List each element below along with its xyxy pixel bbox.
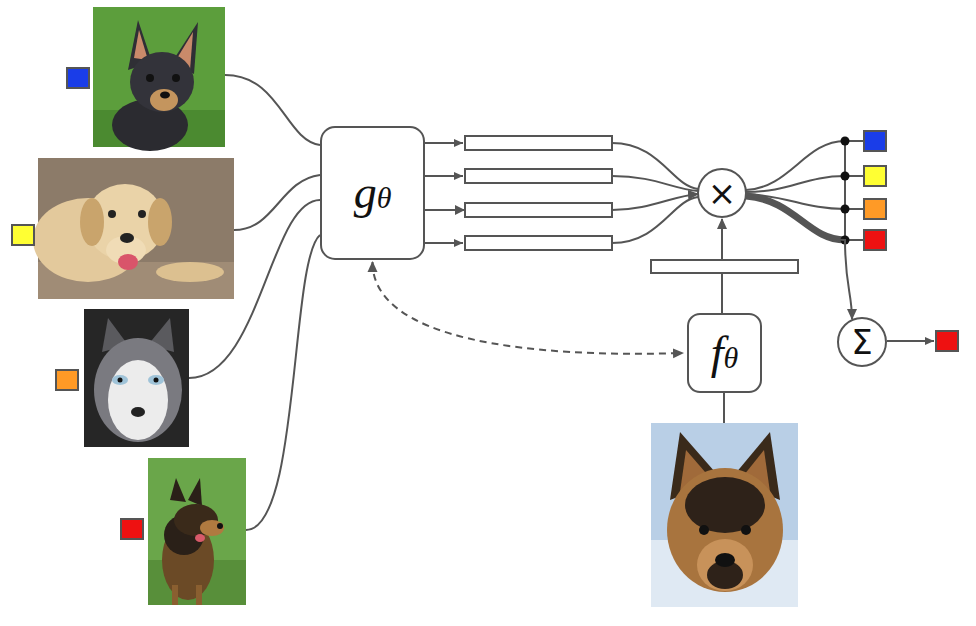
class-swatch: [121, 519, 143, 539]
support-photo: [84, 309, 189, 447]
support-photo: [170, 478, 186, 502]
sum-circle: Σ: [837, 317, 887, 367]
support-photo: [148, 375, 164, 385]
support-photo: [108, 360, 168, 440]
operator-symbol: Σ: [851, 325, 872, 359]
support-photo: [84, 309, 189, 447]
input-wire: [189, 75, 320, 530]
support-photo: [172, 74, 180, 82]
embedding-bar: [465, 236, 612, 250]
class-swatch: [864, 131, 886, 151]
flow-arrow: [746, 196, 852, 319]
function-label: fθ: [711, 330, 739, 376]
support-photo: [146, 74, 154, 82]
support-photo: [196, 585, 202, 605]
query-photo: [697, 539, 753, 591]
embedding-bar: [465, 136, 798, 273]
support-photo: [217, 523, 223, 529]
support-photo: [112, 375, 128, 385]
operator-symbol: ×: [708, 176, 737, 210]
encoder-box: fθ: [687, 313, 762, 393]
product-circle: [698, 169, 746, 217]
input-wire: [234, 175, 320, 230]
embedding-bar: [465, 169, 612, 183]
junction-dot: [841, 205, 850, 214]
support-photo: [148, 458, 246, 605]
support-photo: [188, 478, 202, 506]
embedding-arrow: [425, 242, 463, 244]
support-photo: [160, 92, 170, 99]
class-swatch: [12, 225, 34, 245]
support-photo: [108, 210, 116, 218]
support-photo: [200, 520, 224, 536]
support-photo: [138, 210, 146, 218]
input-wire: [225, 75, 320, 145]
support-photo: [93, 7, 225, 151]
support-photo: [80, 198, 104, 246]
support-photo: [148, 198, 172, 246]
query-photo: [715, 553, 735, 567]
support-photo: [118, 254, 138, 270]
support-photo: [131, 407, 145, 417]
output-wire: [844, 141, 846, 240]
function-label: gθ: [354, 170, 392, 216]
merge-wire: [612, 176, 698, 191]
support-photo: [130, 52, 194, 112]
output-wire: [746, 141, 845, 190]
support-photo: [33, 158, 234, 299]
junction-dot: [841, 137, 850, 245]
junction-dot: [841, 172, 850, 181]
output-wire: [746, 176, 845, 192]
support-photo: [134, 30, 148, 60]
encoder-box: [321, 127, 424, 259]
query-photo: [685, 477, 765, 533]
shared-weights-link: [373, 262, 684, 354]
support-photo: [154, 378, 159, 383]
query-photo: [741, 525, 751, 535]
query-photo: [699, 525, 709, 535]
highlight-wire: [746, 196, 845, 240]
input-wire: [246, 235, 320, 530]
embedding-bar: [465, 136, 612, 150]
support-photo: [172, 585, 178, 605]
output-wire: [746, 141, 934, 341]
class-swatch: [12, 68, 958, 539]
support-photo: [94, 338, 182, 442]
class-swatch: [864, 199, 886, 219]
support-photo: [148, 458, 246, 605]
embedding-arrow: [425, 175, 463, 177]
embedding-bar: [651, 260, 798, 273]
support-photo: [150, 89, 178, 111]
support-photo: [156, 262, 224, 282]
query-wire: [723, 393, 725, 423]
encoder-box: [688, 314, 761, 392]
query-photo: [651, 423, 798, 607]
junction-dot: [841, 137, 850, 146]
embedding-arrow: [425, 142, 463, 144]
support-photo: [118, 378, 123, 383]
output-wire: [887, 340, 934, 342]
encoder-box: gθ: [320, 126, 425, 260]
input-wire: [189, 200, 320, 378]
class-swatch: [864, 230, 886, 250]
class-swatch: [56, 370, 78, 390]
product-circle: ×: [697, 168, 747, 218]
query-photo: [667, 468, 783, 592]
embedding-arrow: [425, 143, 463, 243]
class-swatch: [864, 166, 886, 186]
support-photo: [195, 534, 205, 542]
embedding-bar: [465, 203, 612, 217]
merge-wire: [612, 143, 698, 243]
support-photo: [120, 233, 134, 243]
sum-circle: [838, 318, 886, 366]
query-photo: [651, 423, 798, 607]
class-swatch: [67, 68, 89, 88]
class-swatch: [936, 331, 958, 351]
